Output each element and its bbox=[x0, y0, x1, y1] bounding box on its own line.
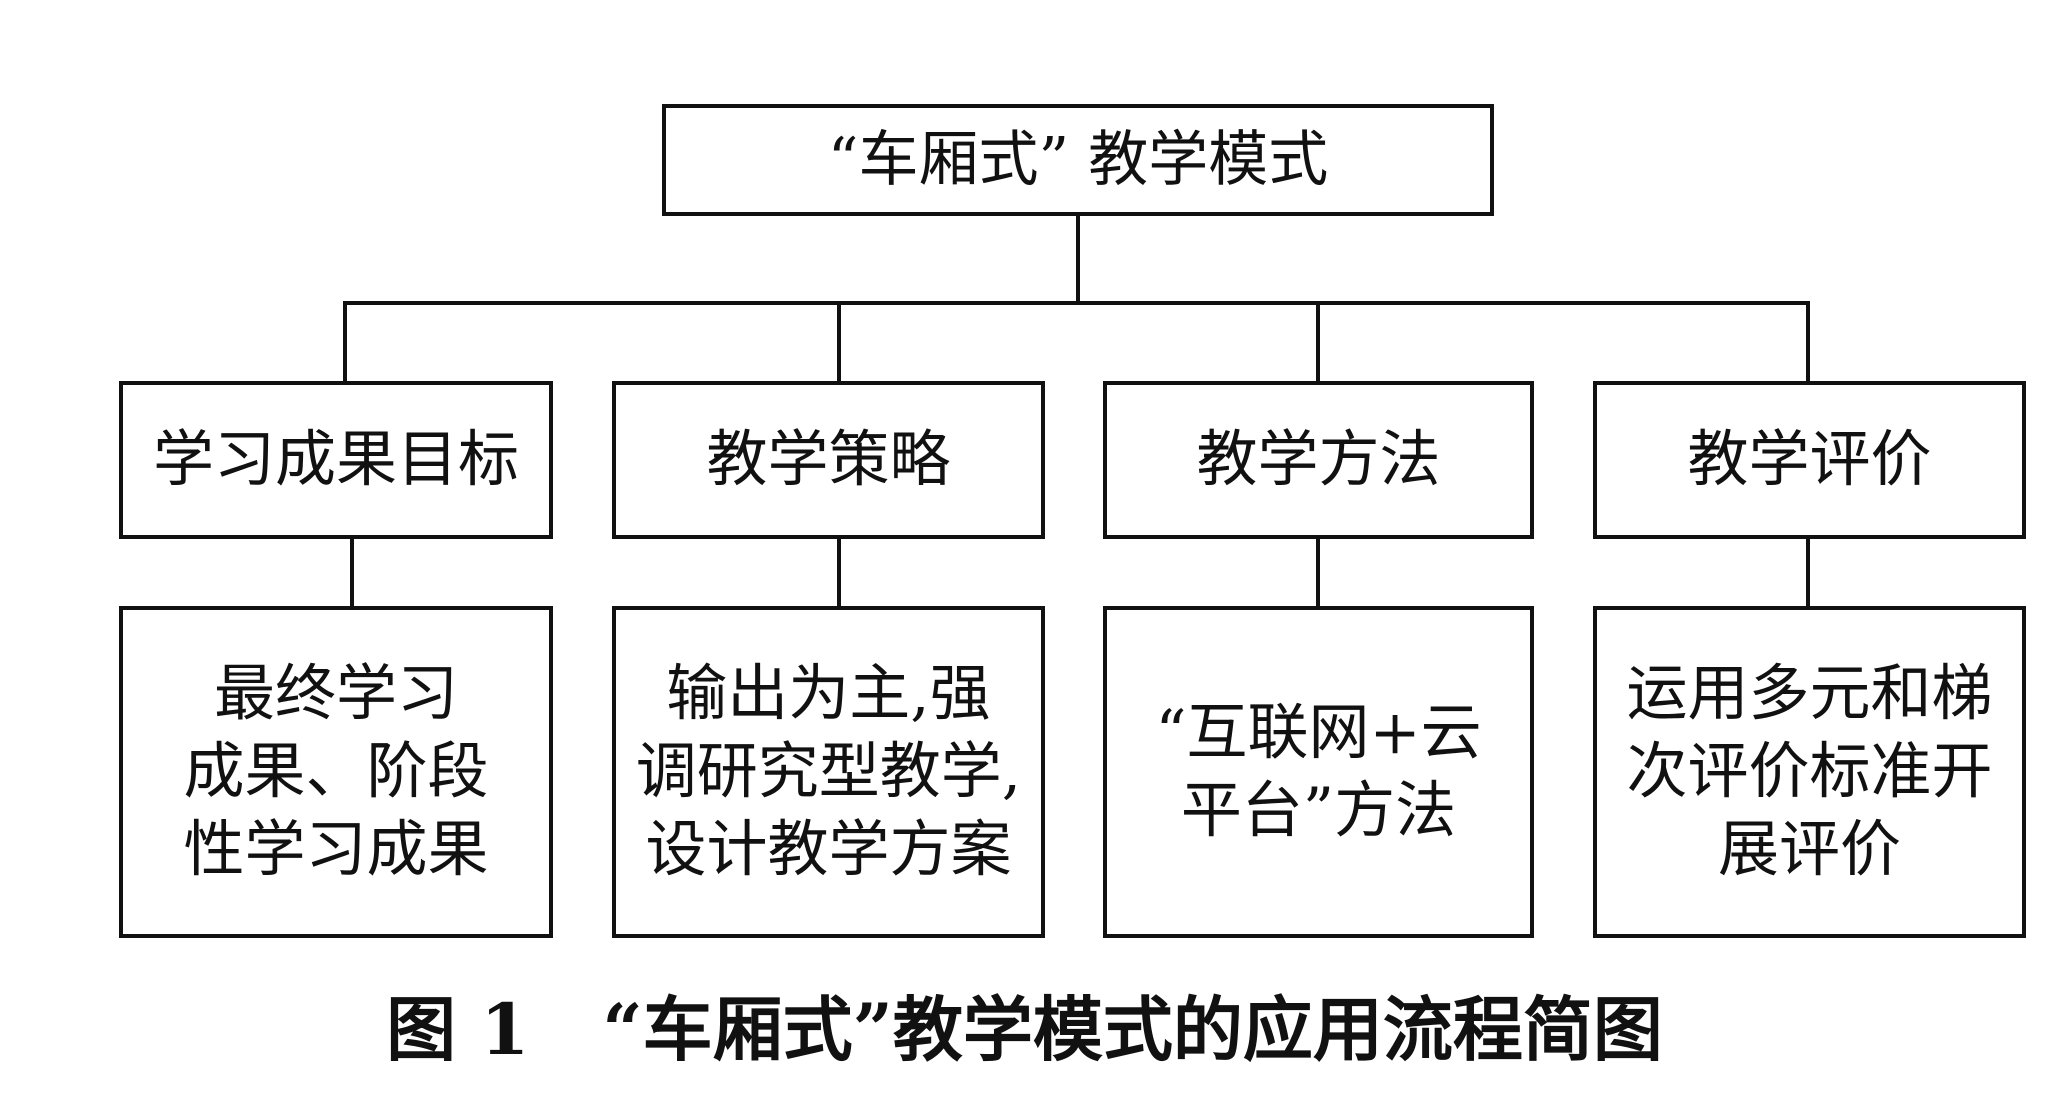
category-node-label: 教学方法 bbox=[1196, 424, 1441, 496]
detail-node-text: 运用多元和梯 次评价标准开 展评价 bbox=[1626, 657, 1993, 886]
category-node-method: 教学方法 bbox=[1103, 381, 1534, 539]
category-node-strategy: 教学策略 bbox=[612, 381, 1045, 539]
root-node: “车厢式” 教学模式 bbox=[662, 104, 1494, 216]
root-node-label: “车厢式” 教学模式 bbox=[827, 125, 1329, 195]
figure-caption: 图 1 “车厢式”教学模式的应用流程简图 bbox=[386, 988, 1663, 1071]
category-node-learning-outcome: 学习成果目标 bbox=[119, 381, 553, 539]
category-node-label: 学习成果目标 bbox=[152, 424, 519, 496]
detail-node-text: 最终学习 成果、阶段 性学习成果 bbox=[183, 657, 489, 886]
detail-node-text: 输出为主,强 调研究型教学, 设计教学方案 bbox=[635, 657, 1022, 886]
detail-node-method: “互联网+云 平台”方法 bbox=[1103, 606, 1534, 938]
detail-node-evaluation: 运用多元和梯 次评价标准开 展评价 bbox=[1593, 606, 2026, 938]
detail-node-text: “互联网+云 平台”方法 bbox=[1155, 696, 1482, 846]
detail-node-strategy: 输出为主,强 调研究型教学, 设计教学方案 bbox=[612, 606, 1045, 938]
category-node-evaluation: 教学评价 bbox=[1593, 381, 2026, 539]
category-node-label: 教学策略 bbox=[706, 424, 951, 496]
detail-node-learning-outcome: 最终学习 成果、阶段 性学习成果 bbox=[119, 606, 553, 938]
category-node-label: 教学评价 bbox=[1687, 424, 1932, 496]
